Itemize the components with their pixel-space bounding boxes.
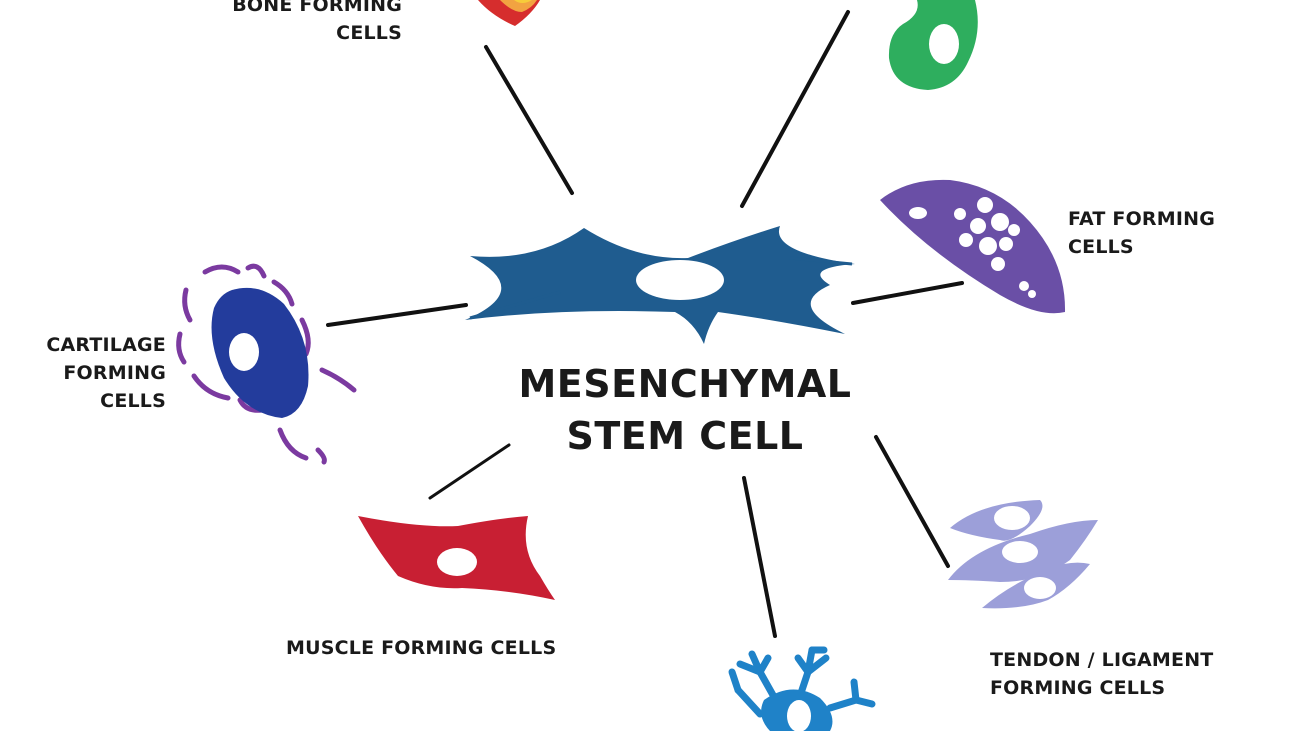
label-bone: BONE FORMING CELLS [180, 0, 402, 47]
connector-fat [851, 281, 964, 305]
muscle-cell [358, 516, 555, 600]
fat-cell [880, 179, 1066, 314]
label-bone-line1: BONE FORMING [232, 0, 402, 16]
cartilage-cell [176, 263, 357, 465]
label-fat: FAT FORMING CELLS [1068, 205, 1215, 261]
connector-lines [326, 10, 964, 638]
label-bone-line2: CELLS [336, 22, 402, 44]
neuron-cell [728, 646, 876, 731]
connector-green [740, 10, 850, 208]
tendon-cells [948, 500, 1098, 609]
label-tendon-line1: TENDON / LIGAMENT [990, 649, 1214, 671]
title-line2: STEM CELL [566, 414, 804, 458]
label-tendon-line2: FORMING CELLS [990, 677, 1166, 699]
label-cartilage-line1: CARTILAGE [46, 334, 166, 356]
label-muscle: MUSCLE FORMING CELLS [286, 634, 556, 662]
label-cartilage: CARTILAGE FORMING CELLS [0, 331, 166, 415]
stem-cell [465, 226, 855, 344]
connector-muscle [428, 443, 511, 500]
connector-neuron [742, 476, 777, 638]
connector-cartilage [326, 303, 468, 327]
connector-tendon [874, 435, 950, 568]
label-cartilage-line3: CELLS [100, 390, 166, 412]
connector-bone [484, 45, 574, 195]
label-fat-line1: FAT FORMING [1068, 208, 1216, 230]
green-cell [888, 0, 978, 90]
title-line1: MESENCHYMAL [518, 362, 852, 406]
bone-cell [478, 0, 540, 26]
label-fat-line2: CELLS [1068, 236, 1134, 258]
label-cartilage-line2: FORMING [63, 362, 166, 384]
label-muscle-text: MUSCLE FORMING CELLS [286, 637, 557, 659]
label-tendon: TENDON / LIGAMENT FORMING CELLS [990, 646, 1213, 702]
diagram-title: MESENCHYMAL STEM CELL [440, 358, 930, 462]
